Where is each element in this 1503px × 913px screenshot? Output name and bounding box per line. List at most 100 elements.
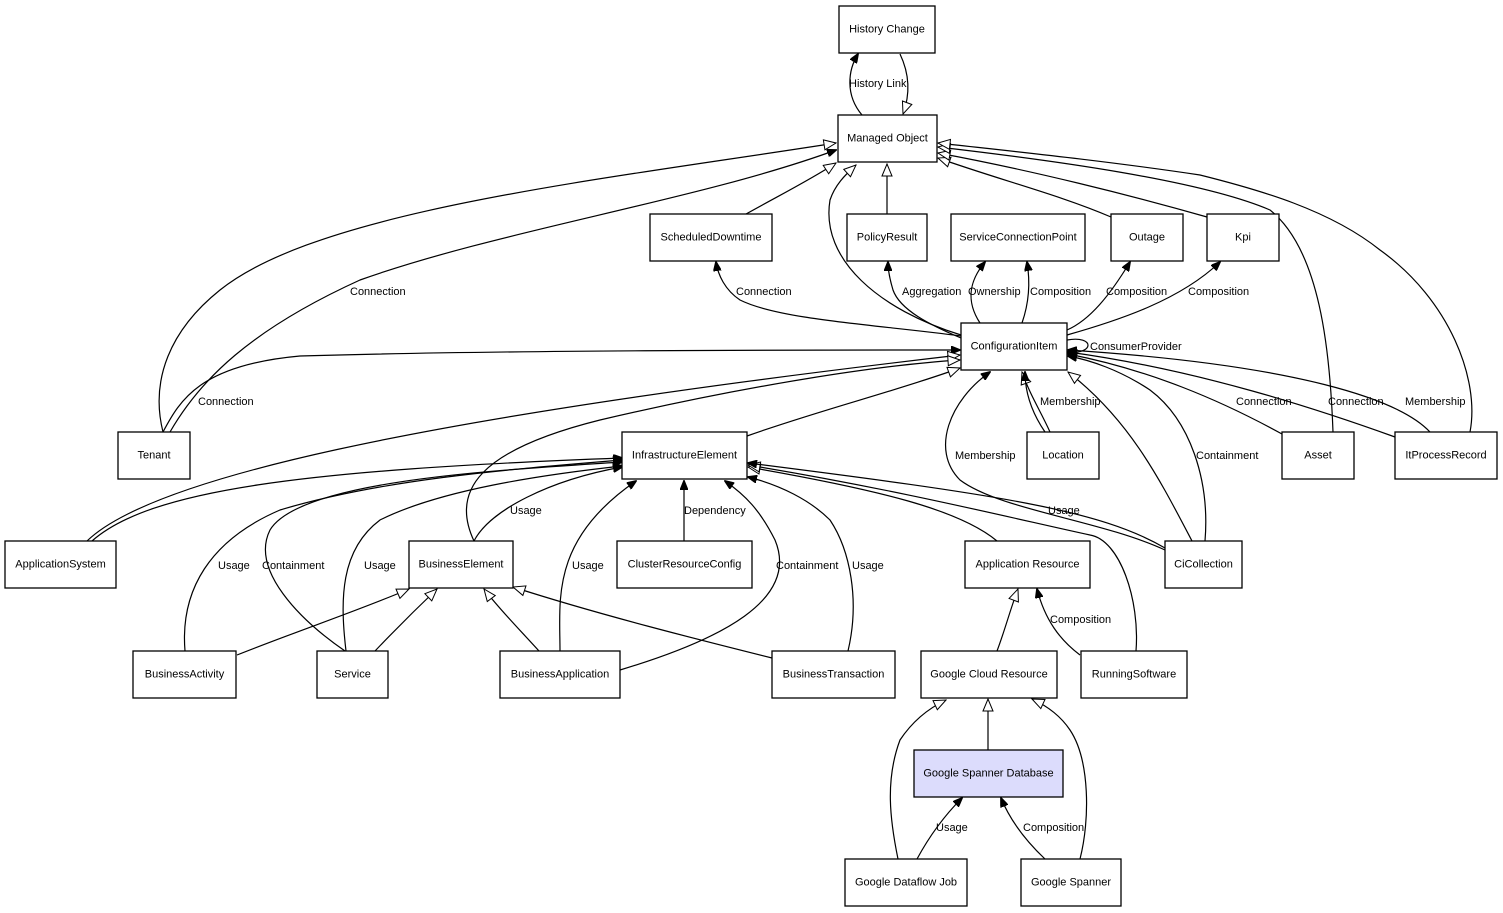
node-box[interactable] <box>960 322 1068 371</box>
node-box[interactable] <box>1394 431 1498 480</box>
edge-business-application-to-infrastructure-element <box>619 481 781 671</box>
node-box[interactable] <box>1206 213 1280 262</box>
association-arrow-icon <box>1066 262 1220 336</box>
edge-business-application-to-infrastructure-element <box>559 481 636 652</box>
edge-it-process-record-to-configuration-item <box>1068 352 1396 438</box>
edge-business-element-to-infrastructure-element <box>473 467 622 542</box>
node-business-activity[interactable]: BusinessActivity <box>132 650 237 699</box>
edge-application-resource-to-infrastructure-element-inheritance <box>748 467 998 542</box>
node-box[interactable] <box>838 5 936 54</box>
inheritance-arrow-icon <box>748 467 998 542</box>
node-box[interactable] <box>616 540 753 589</box>
node-kpi[interactable]: Kpi <box>1206 213 1280 262</box>
node-label: Google Spanner <box>1031 877 1111 889</box>
node-business-element[interactable]: BusinessElement <box>408 540 514 589</box>
edge-label: Containment <box>776 560 838 572</box>
edge-label: Usage <box>510 505 542 517</box>
node-service[interactable]: Service <box>316 650 389 699</box>
node-google-spanner[interactable]: Google Spanner <box>1020 858 1122 907</box>
node-box[interactable] <box>132 650 237 699</box>
edge-business-activity-to-business-element-inheritance <box>236 588 409 656</box>
node-box[interactable] <box>621 431 748 480</box>
node-box[interactable] <box>844 858 968 907</box>
edge-label: History Link <box>849 78 907 90</box>
edge-ci-collection-to-configuration-item <box>1068 356 1207 542</box>
node-service-connection-point[interactable]: ServiceConnectionPoint <box>950 213 1086 262</box>
node-label: ScheduledDowntime <box>661 232 762 244</box>
node-box[interactable] <box>964 540 1091 589</box>
edge-label: Connection <box>736 286 792 298</box>
node-box[interactable] <box>1281 431 1355 480</box>
edge-label: ConsumerProvider <box>1090 341 1182 353</box>
node-box[interactable] <box>1164 540 1243 589</box>
inheritance-arrow-icon <box>236 588 409 656</box>
node-google-dataflow-job[interactable]: Google Dataflow Job <box>844 858 968 907</box>
node-box[interactable] <box>1026 431 1100 480</box>
node-outage[interactable]: Outage <box>1110 213 1184 262</box>
node-google-cloud-resource[interactable]: Google Cloud Resource <box>920 650 1058 699</box>
node-box[interactable] <box>837 114 938 163</box>
node-box[interactable] <box>846 213 928 262</box>
association-arrow-icon <box>264 462 622 652</box>
node-box[interactable] <box>4 540 117 589</box>
node-box[interactable] <box>1020 858 1122 907</box>
node-box[interactable] <box>771 650 896 699</box>
inheritance-arrow-icon <box>828 165 962 336</box>
node-cluster-resource-config[interactable]: ClusterResourceConfig <box>616 540 753 589</box>
edge-label: Membership <box>1040 396 1101 408</box>
inheritance-arrow-icon <box>938 147 1334 433</box>
node-label: Google Spanner Database <box>923 768 1053 780</box>
node-box[interactable] <box>950 213 1086 262</box>
node-box[interactable] <box>316 650 389 699</box>
node-scheduled-downtime[interactable]: ScheduledDowntime <box>649 213 773 262</box>
association-arrow-icon <box>748 463 1166 549</box>
node-policy-result[interactable]: PolicyResult <box>846 213 928 262</box>
node-application-system[interactable]: ApplicationSystem <box>4 540 117 589</box>
node-ci-collection[interactable]: CiCollection <box>1164 540 1243 589</box>
node-box[interactable] <box>499 650 621 699</box>
node-label: BusinessApplication <box>511 669 609 681</box>
node-box[interactable] <box>913 749 1064 798</box>
node-box[interactable] <box>408 540 514 589</box>
edge-label: Connection <box>198 396 254 408</box>
node-google-spanner-database[interactable]: Google Spanner Database <box>913 749 1064 798</box>
node-location[interactable]: Location <box>1026 431 1100 480</box>
node-configuration-item[interactable]: ConfigurationItem <box>960 322 1068 371</box>
edge-google-dataflow-job-to-google-cloud-resource-inheritance <box>889 700 946 860</box>
edge-label: Usage <box>364 560 396 572</box>
edge-google-spanner-to-google-spanner-database <box>1001 798 1046 860</box>
inheritance-arrow-icon <box>745 163 836 215</box>
node-asset[interactable]: Asset <box>1281 431 1355 480</box>
edge-label: Membership <box>1405 396 1466 408</box>
edge-kpi-to-managed-object-inheritance <box>938 153 1208 218</box>
node-box[interactable] <box>649 213 773 262</box>
node-label: Asset <box>1304 450 1332 462</box>
node-it-process-record[interactable]: ItProcessRecord <box>1394 431 1498 480</box>
node-box[interactable] <box>117 431 191 480</box>
node-infrastructure-element[interactable]: InfrastructureElement <box>621 431 748 480</box>
node-history-change[interactable]: History Change <box>838 5 936 54</box>
node-label: Location <box>1042 450 1084 462</box>
association-arrow-icon <box>619 481 781 671</box>
node-label: BusinessTransaction <box>783 669 885 681</box>
association-arrow-icon <box>916 798 962 860</box>
node-running-software[interactable]: RunningSoftware <box>1080 650 1188 699</box>
edge-google-cloud-resource-to-application-resource-inheritance <box>996 589 1018 652</box>
node-box[interactable] <box>1080 650 1188 699</box>
edges-layer <box>86 54 1473 860</box>
node-business-application[interactable]: BusinessApplication <box>499 650 621 699</box>
edge-outage-to-managed-object-inheritance <box>938 158 1112 218</box>
node-box[interactable] <box>920 650 1058 699</box>
inheritance-arrow-icon <box>86 355 960 542</box>
edge-tenant-to-configuration-item <box>162 350 960 433</box>
node-tenant[interactable]: Tenant <box>117 431 191 480</box>
association-arrow-icon <box>1025 372 1046 433</box>
node-managed-object[interactable]: Managed Object <box>837 114 938 163</box>
node-box[interactable] <box>1110 213 1184 262</box>
edge-label: Usage <box>852 560 884 572</box>
node-label: Outage <box>1129 232 1165 244</box>
node-business-transaction[interactable]: BusinessTransaction <box>771 650 896 699</box>
node-application-resource[interactable]: Application Resource <box>964 540 1091 589</box>
association-arrow-icon <box>91 458 622 542</box>
